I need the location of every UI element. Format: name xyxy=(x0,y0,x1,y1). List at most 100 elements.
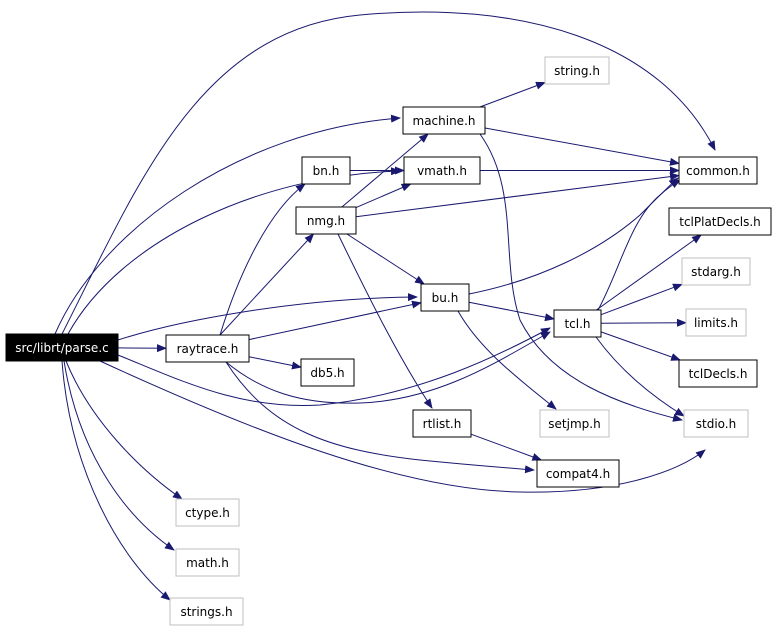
node-label: bn.h xyxy=(313,164,340,178)
node-label: vmath.h xyxy=(417,164,467,178)
edge-raytrace-to-compat4 xyxy=(225,361,535,474)
edge-tcl-to-tclDecls xyxy=(600,331,682,361)
edge-nmg-to-rtlist xyxy=(337,233,433,409)
nodes: src/librt/parse.c raytrace.h bn.h nmg.h mach… xyxy=(5,56,772,626)
node-strings[interactable]: strings.h xyxy=(169,597,244,626)
node-box xyxy=(402,106,486,135)
edge-parse-to-common xyxy=(61,11,716,335)
node-compat4[interactable]: compat4.h xyxy=(536,459,620,488)
node-bn[interactable]: bn.h xyxy=(301,156,351,185)
edge-tcl-to-limits xyxy=(600,318,687,327)
node-box xyxy=(668,207,772,236)
edge-raytrace-to-nmg xyxy=(219,233,315,336)
node-label: stdio.h xyxy=(696,417,736,431)
node-box xyxy=(553,309,602,338)
edge-parse-to-bu xyxy=(117,293,418,341)
node-parse[interactable]: src/librt/parse.c xyxy=(5,333,119,362)
edge-rtlist-to-compat4 xyxy=(470,433,543,461)
node-box xyxy=(403,156,481,185)
node-label: nmg.h xyxy=(307,214,345,228)
node-label: bu.h xyxy=(432,291,459,305)
node-box xyxy=(685,308,747,337)
node-box xyxy=(539,409,610,438)
node-string[interactable]: string.h xyxy=(544,56,610,85)
node-box xyxy=(678,359,758,388)
edge-bu-to-tcl xyxy=(468,301,555,322)
node-label: tclPlatDecls.h xyxy=(679,215,761,229)
node-box xyxy=(165,334,250,363)
node-stdarg[interactable]: stdarg.h xyxy=(681,257,751,286)
node-box xyxy=(175,498,240,527)
node-tclDecls[interactable]: tclDecls.h xyxy=(678,359,758,388)
node-box xyxy=(295,206,357,235)
node-label: stdarg.h xyxy=(691,265,741,279)
edge-raytrace-to-db5 xyxy=(248,356,302,370)
edge-bu-to-common xyxy=(468,177,679,295)
edge-parse-to-math xyxy=(63,360,175,551)
node-machine[interactable]: machine.h xyxy=(402,106,486,135)
node-tcl[interactable]: tcl.h xyxy=(553,309,602,338)
node-ctype[interactable]: ctype.h xyxy=(175,498,240,527)
node-box xyxy=(683,409,749,438)
node-setjmp[interactable]: setjmp.h xyxy=(539,409,610,438)
edge-parse-to-vmath xyxy=(67,167,401,335)
edge-tcl-to-common xyxy=(597,179,681,311)
edge-parse-to-stdio xyxy=(99,360,706,493)
edge-nmg-to-common xyxy=(355,172,680,218)
node-common[interactable]: common.h xyxy=(678,156,758,185)
edge-machine-to-stdio xyxy=(479,133,683,422)
edge-nmg-to-vmath xyxy=(355,183,412,209)
node-bu[interactable]: bu.h xyxy=(420,283,470,312)
edge-raytrace-to-tcl xyxy=(225,331,551,404)
node-box xyxy=(678,156,758,185)
node-label: raytrace.h xyxy=(177,342,239,356)
edge-tcl-to-tclPlatDecls xyxy=(596,234,702,311)
node-raytrace[interactable]: raytrace.h xyxy=(165,334,250,363)
node-label: machine.h xyxy=(413,114,476,128)
edge-parse-to-tcl xyxy=(117,327,551,407)
node-db5[interactable]: db5.h xyxy=(300,358,355,387)
edge-parse-to-ctype xyxy=(65,360,183,500)
node-label: limits.h xyxy=(694,316,738,330)
node-math[interactable]: math.h xyxy=(175,548,240,577)
node-label: rtlist.h xyxy=(423,417,462,431)
node-box xyxy=(300,358,355,387)
node-stdio[interactable]: stdio.h xyxy=(683,409,749,438)
edge-tcl-to-stdio xyxy=(595,336,685,417)
edge-nmg-to-bu xyxy=(346,233,425,285)
node-label: common.h xyxy=(686,164,750,178)
node-label: tcl.h xyxy=(564,317,590,331)
edge-machine-to-common xyxy=(484,127,680,166)
node-vmath[interactable]: vmath.h xyxy=(403,156,481,185)
node-rtlist[interactable]: rtlist.h xyxy=(412,409,472,438)
node-limits[interactable]: limits.h xyxy=(685,308,747,337)
edge-raytrace-to-bu xyxy=(248,300,422,341)
node-tclPlatDecls[interactable]: tclPlatDecls.h xyxy=(668,207,772,236)
edge-bu-to-setjmp xyxy=(457,310,557,410)
node-box xyxy=(301,156,351,185)
node-label: math.h xyxy=(186,556,229,570)
node-nmg[interactable]: nmg.h xyxy=(295,206,357,235)
node-box xyxy=(412,409,472,438)
node-label: compat4.h xyxy=(546,467,610,481)
node-box xyxy=(536,459,620,488)
edge-tcl-to-stdarg xyxy=(600,283,683,316)
edge-raytrace-to-bn xyxy=(219,183,306,336)
node-box xyxy=(175,548,240,577)
node-label: setjmp.h xyxy=(548,417,600,431)
edge-machine-to-string xyxy=(479,81,546,108)
node-box xyxy=(544,56,610,85)
node-label: ctype.h xyxy=(185,506,230,520)
edge-parse-to-strings xyxy=(61,360,171,601)
node-box xyxy=(5,333,119,362)
node-label: string.h xyxy=(554,64,600,78)
node-label: db5.h xyxy=(310,366,344,380)
node-label: src/librt/parse.c xyxy=(15,341,108,355)
node-box xyxy=(420,283,470,312)
node-label: strings.h xyxy=(180,605,232,619)
edge-nmg-to-machine xyxy=(341,133,429,208)
node-box xyxy=(681,257,751,286)
edge-parse-to-machine xyxy=(54,114,401,335)
node-label: tclDecls.h xyxy=(689,367,748,381)
